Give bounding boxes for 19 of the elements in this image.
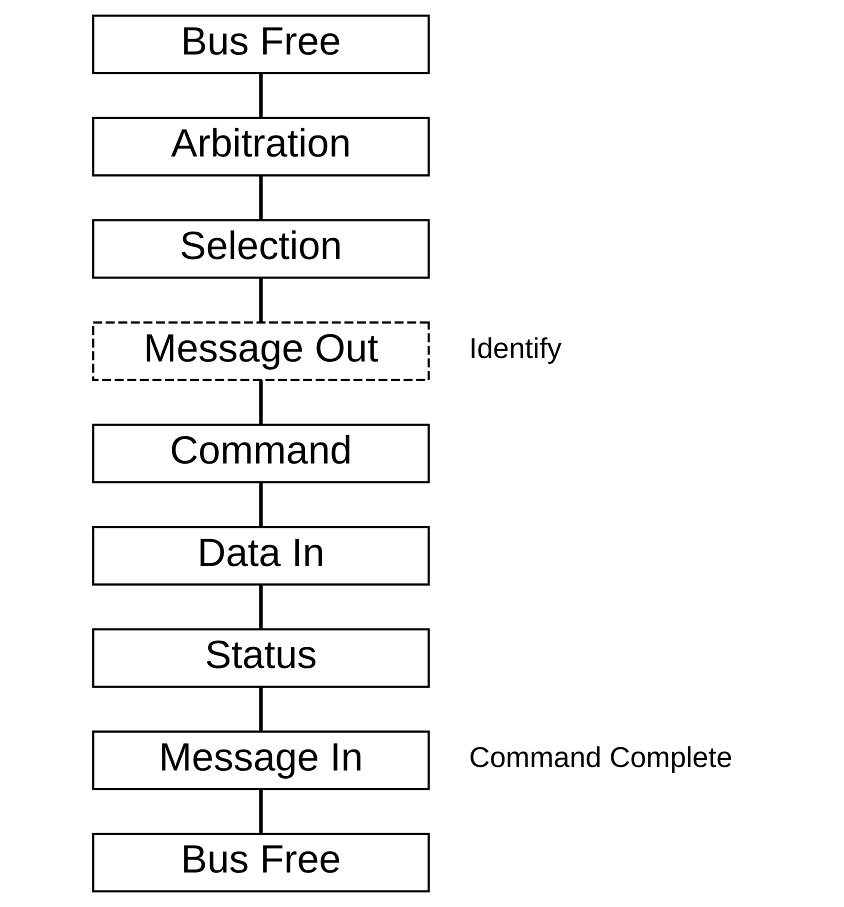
connector — [259, 584, 263, 630]
node-box: Status — [92, 628, 430, 688]
node-box: Bus Free — [92, 832, 430, 892]
connector — [259, 278, 263, 322]
connector — [259, 686, 263, 732]
connector — [259, 380, 263, 425]
node-box: Message Out — [92, 321, 430, 381]
connector — [259, 175, 263, 220]
node-box: Selection — [92, 219, 430, 279]
node-label: Identify — [469, 333, 562, 366]
connector — [259, 482, 263, 528]
connector — [259, 789, 263, 834]
node-box: Data In — [92, 526, 430, 586]
node-label: Command Complete — [469, 742, 732, 774]
node-box: Message In — [92, 730, 430, 790]
node-box: Bus Free — [92, 14, 430, 74]
connector — [259, 73, 263, 118]
node-box: Command — [92, 424, 430, 484]
node-box: Arbitration — [92, 116, 430, 176]
